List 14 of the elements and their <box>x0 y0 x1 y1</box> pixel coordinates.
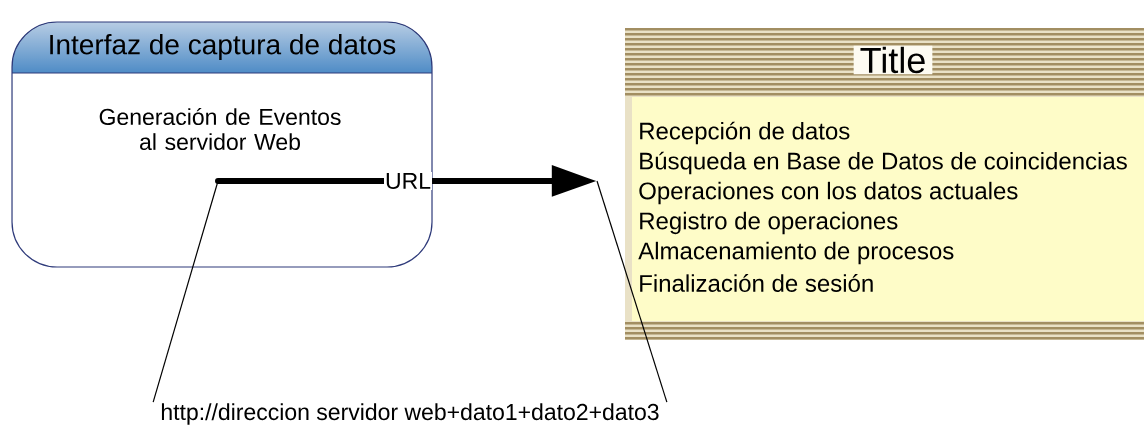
box-text: Generación de Eventos al servidor Web <box>99 107 341 151</box>
list-item: Registro de operaciones <box>640 211 898 235</box>
panel-title: Title <box>853 45 933 75</box>
list-item: Almacenamiento de procesos <box>638 241 954 265</box>
list-item: Búsqueda en Base de Datos de coincidencias <box>640 151 1127 175</box>
url-text: http://direccion servidor web+dato1+dato2+dato3 <box>161 403 659 425</box>
list-item: Finalización de sesión <box>640 274 873 292</box>
striped-panel <box>625 28 1144 340</box>
rounded-box <box>11 21 433 268</box>
list-item: Recepción de datos <box>640 121 850 145</box>
leader-line <box>596 180 668 403</box>
edge-label: URL <box>386 172 431 189</box>
box-header: Interfaz de captura de datos <box>50 33 396 61</box>
list-item: Operaciones con los datos actuales <box>639 181 1018 205</box>
